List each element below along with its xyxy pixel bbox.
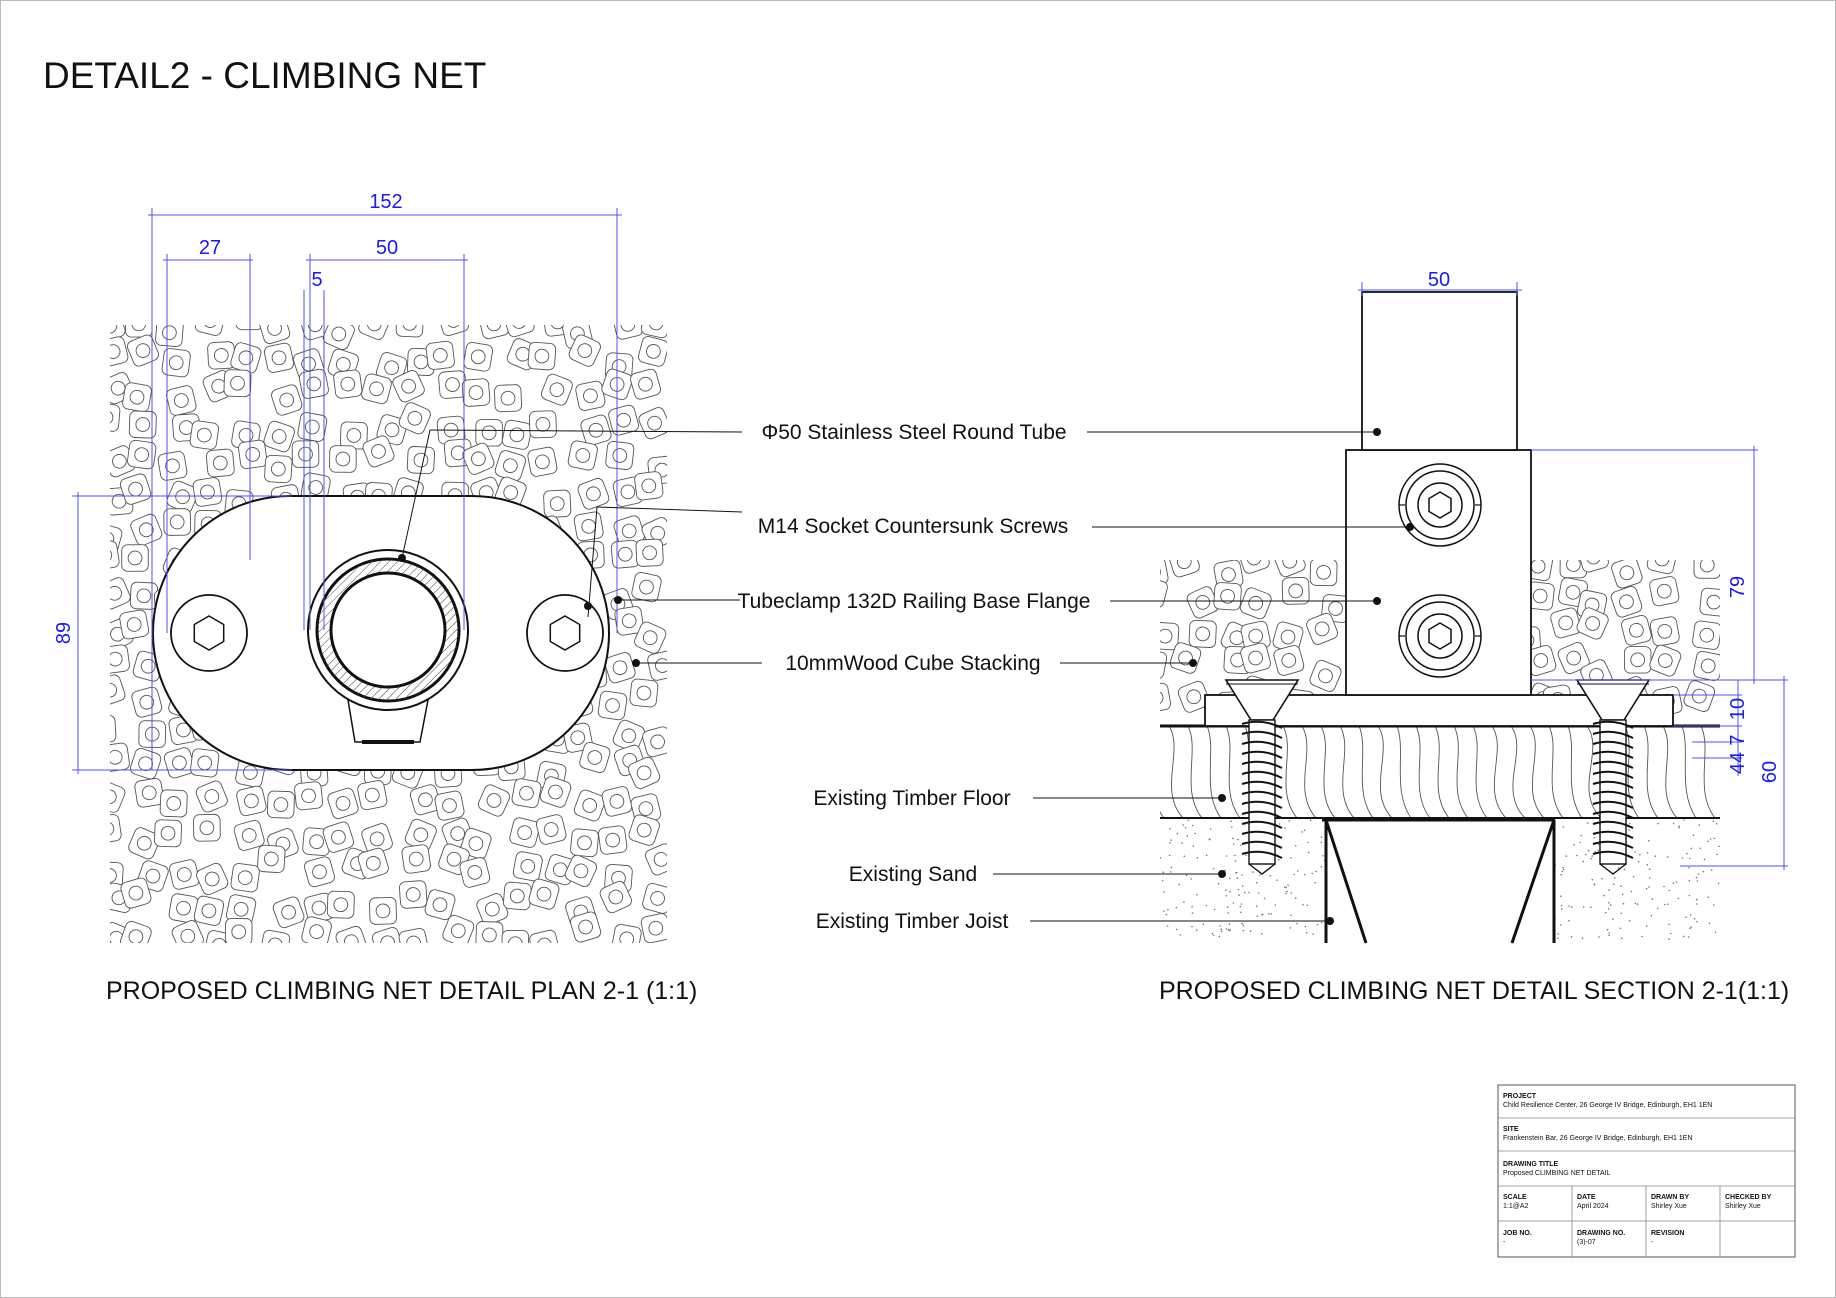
dim-section-clamp: 79 <box>1727 576 1749 598</box>
section-clamp-body <box>1345 449 1532 696</box>
section-round-tube <box>1361 291 1518 451</box>
dim-section-60: 60 <box>1759 761 1781 783</box>
round-tube-section <box>315 557 461 703</box>
tb-revision-value: - <box>1651 1239 1654 1246</box>
tb-job-no-value: - <box>1503 1239 1506 1246</box>
tb-site-label: SITE <box>1503 1126 1519 1133</box>
dim-wall: 5 <box>311 269 322 291</box>
tb-site-value: Frankenstein Bar, 26 George IV Bridge, E… <box>1503 1135 1693 1142</box>
plan-leader-dots <box>398 554 640 667</box>
tb-project-label: PROJECT <box>1503 1093 1537 1100</box>
tb-drawing-title-label: DRAWING TITLE <box>1503 1161 1559 1168</box>
drawing-title: DETAIL2 - CLIMBING NET <box>43 55 486 96</box>
tb-drawing-no-label: DRAWING NO. <box>1577 1230 1625 1237</box>
label-timber-floor: Existing Timber Floor <box>813 787 1010 810</box>
tb-date-label: DATE <box>1577 1194 1596 1201</box>
dim-section-10: 10 <box>1727 698 1749 720</box>
countersunk-screw-right <box>1575 679 1651 875</box>
label-wood-cubes: 10mmWood Cube Stacking <box>785 652 1040 675</box>
right-bolt <box>526 594 604 672</box>
section-view: 50 79 10 7 44 60 PROPOSED CLIMBING NET D… <box>993 269 1789 1005</box>
tb-drawing-no-value: (3)-07 <box>1577 1239 1596 1246</box>
socket-screw-upper <box>1398 463 1482 547</box>
timber-joist <box>1322 818 1556 944</box>
dim-bolt-offset: 27 <box>199 237 221 259</box>
dim-overall-width: 152 <box>369 191 402 213</box>
dim-section-7: 7 <box>1727 734 1749 745</box>
tb-project-value: Child Resilience Center, 26 George IV Br… <box>1503 1102 1712 1109</box>
tb-checked-by-value: Shirley Xue <box>1725 1203 1761 1210</box>
label-sand: Existing Sand <box>849 863 977 886</box>
section-leader-dots <box>1189 428 1414 925</box>
plan-leaders <box>401 429 762 664</box>
tb-scale-label: SCALE <box>1503 1194 1527 1201</box>
label-socket-screws: M14 Socket Countersunk Screws <box>758 515 1068 538</box>
existing-sand <box>1160 819 1720 940</box>
tb-revision-label: REVISION <box>1651 1230 1684 1237</box>
tb-drawing-title-value: Proposed CLIMBING NET DETAIL <box>1503 1170 1611 1177</box>
label-base-flange: Tubeclamp 132D Railing Base Flange <box>738 590 1091 613</box>
section-dimensions <box>1358 282 1788 870</box>
section-caption: PROPOSED CLIMBING NET DETAIL SECTION 2-1… <box>1159 977 1789 1005</box>
dim-flange-height: 89 <box>53 622 75 644</box>
label-round-tube: Φ50 Stainless Steel Round Tube <box>761 421 1066 444</box>
plan-caption: PROPOSED CLIMBING NET DETAIL PLAN 2-1 (1… <box>106 977 697 1005</box>
countersunk-screw-left <box>1224 679 1300 875</box>
plan-dimensions <box>72 208 622 774</box>
tb-checked-by-label: CHECKED BY <box>1725 1194 1772 1201</box>
label-timber-joist: Existing Timber Joist <box>816 910 1009 933</box>
title-block: PROJECT Child Resilience Center, 26 Geor… <box>1497 1084 1796 1258</box>
tb-drawn-by-value: Shirley Xue <box>1651 1203 1687 1210</box>
dim-tube-diameter: 50 <box>376 237 398 259</box>
timber-floor <box>1160 724 1720 819</box>
tb-date-value: April 2024 <box>1577 1203 1609 1210</box>
dim-section-44: 44 <box>1727 752 1749 774</box>
plan-view: 152 27 50 5 89 PROPOSED CLIMBING NET DET… <box>53 191 762 1005</box>
tb-job-no-label: JOB NO. <box>1503 1230 1532 1237</box>
tb-scale-value: 1:1@A2 <box>1503 1203 1529 1210</box>
left-bolt <box>170 594 248 672</box>
dim-section-tube: 50 <box>1428 269 1450 291</box>
section-leaders <box>993 431 1410 922</box>
component-labels: Φ50 Stainless Steel Round Tube M14 Socke… <box>738 421 1091 933</box>
tb-drawn-by-label: DRAWN BY <box>1651 1194 1689 1201</box>
socket-screw-lower <box>1398 594 1482 678</box>
